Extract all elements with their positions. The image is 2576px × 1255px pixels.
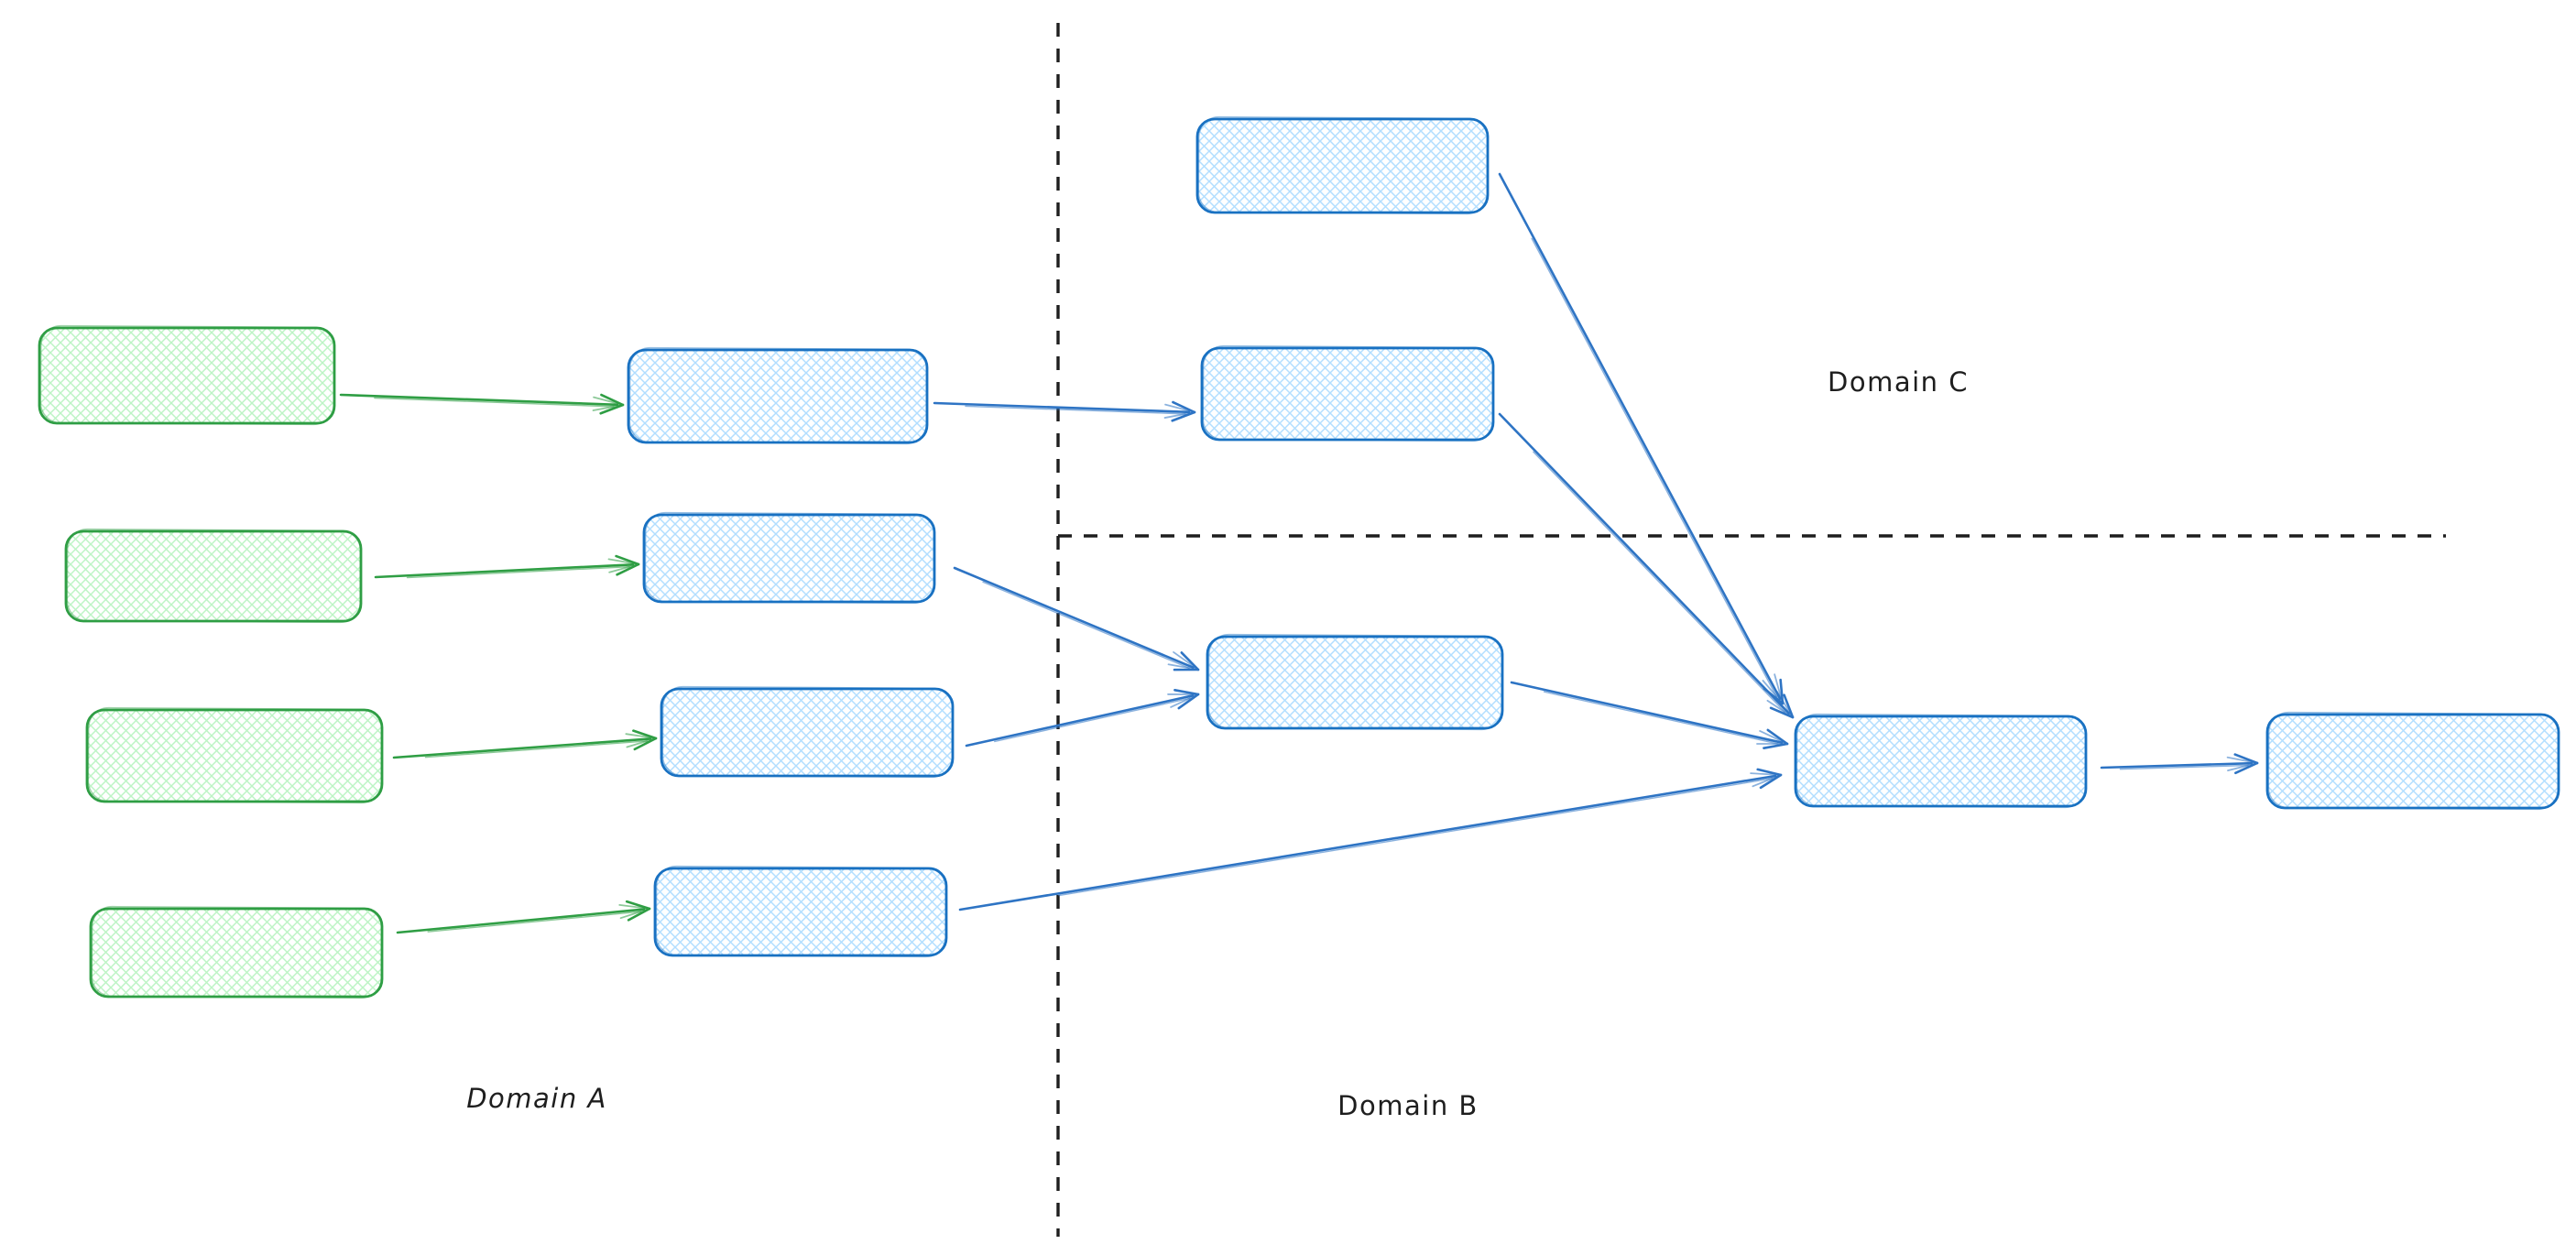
arrow-stage-a3-to-box-b1[interactable]	[965, 688, 1200, 748]
node-hub-box[interactable]	[1794, 713, 2088, 809]
arrow-box-c1-to-hub[interactable]	[1498, 172, 1785, 705]
arrow-source-a3-to-stage-a3[interactable]	[392, 729, 658, 759]
arrow-hub-to-end[interactable]	[2100, 753, 2259, 775]
domain-c-label[interactable]: Domain C	[1828, 366, 1969, 398]
node-stage-a2[interactable]	[642, 511, 936, 605]
domain-a-label[interactable]: Domain A	[466, 1083, 607, 1114]
domain-b-label[interactable]: Domain B	[1337, 1090, 1479, 1121]
node-box-c2[interactable]	[1200, 344, 1495, 442]
node-source-a3[interactable]	[85, 706, 384, 804]
arrow-source-a2-to-stage-a2[interactable]	[374, 554, 640, 579]
node-source-a4[interactable]	[89, 905, 384, 999]
node-end-box[interactable]	[2265, 711, 2560, 811]
arrow-stage-a1-to-box-c2[interactable]	[933, 400, 1196, 422]
node-source-a1[interactable]	[38, 324, 336, 426]
arrow-box-b1-to-hub[interactable]	[1510, 681, 1789, 749]
arrow-stage-a4-to-hub[interactable]	[958, 768, 1783, 911]
arrow-box-c2-to-hub[interactable]	[1498, 412, 1795, 719]
arrow-source-a4-to-stage-a4[interactable]	[396, 900, 651, 934]
node-stage-a3[interactable]	[660, 685, 955, 779]
arrow-stage-a2-to-box-b1[interactable]	[953, 566, 1200, 671]
arrow-source-a1-to-stage-a1[interactable]	[339, 393, 625, 415]
node-box-b1[interactable]	[1206, 633, 1504, 731]
node-stage-a1[interactable]	[627, 346, 929, 445]
node-box-c1[interactable]	[1195, 115, 1490, 215]
node-source-a2[interactable]	[64, 528, 363, 624]
node-stage-a4[interactable]	[653, 865, 948, 958]
